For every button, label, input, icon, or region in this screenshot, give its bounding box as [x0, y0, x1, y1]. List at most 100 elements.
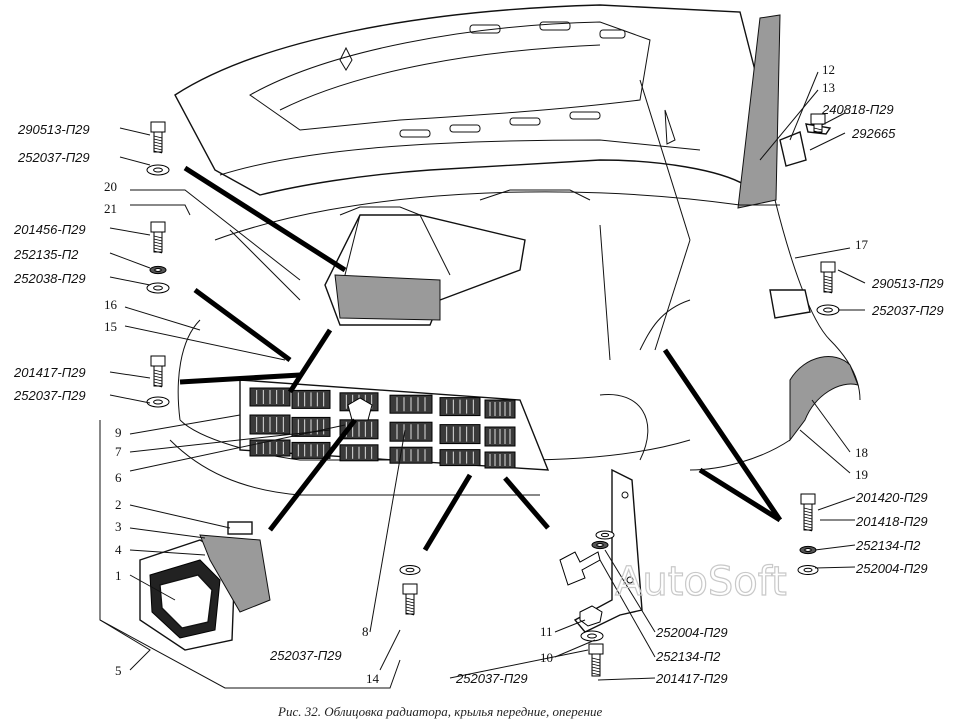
grille-emblem — [347, 397, 373, 421]
bolt-head — [150, 121, 166, 133]
bolt-thread — [153, 135, 163, 139]
label-292665: 292665 — [851, 126, 896, 141]
front-body — [169, 189, 861, 496]
callout-numbers: 1 2 3 4 5 6 7 8 9 10 11 12 13 14 15 16 1… — [104, 62, 869, 686]
bolt-thread — [823, 290, 833, 294]
bolt-thread — [803, 519, 813, 523]
label-201417-p29: 201417-П29 — [13, 365, 86, 380]
callout-9: 9 — [115, 425, 122, 440]
bolt-thread — [813, 130, 823, 134]
bolt-thread — [405, 606, 415, 610]
washer-hole — [804, 548, 812, 552]
nut — [579, 605, 603, 627]
bolt-thread — [803, 513, 813, 517]
bolt-thread — [153, 238, 163, 242]
label-240818-p29: 240818-П29 — [821, 102, 894, 117]
grille-slots — [249, 387, 516, 469]
bolt-thread — [405, 597, 415, 601]
label-290513-p29-r: 290513-П29 — [871, 276, 944, 291]
callout-20: 20 — [104, 179, 117, 194]
bolt-thread — [591, 663, 601, 667]
fender-bracket — [769, 289, 811, 319]
bolt-head — [800, 493, 816, 505]
hood — [174, 4, 761, 241]
label-252037-p29-b: 252037-П29 — [13, 388, 86, 403]
callout-18: 18 — [855, 445, 868, 460]
label-252134-p2-b: 252134-П2 — [655, 649, 721, 664]
label-252004-p29-b: 252004-П29 — [655, 625, 728, 640]
bolt-head — [588, 643, 604, 655]
bolt-thread — [153, 250, 163, 254]
bolt-thread — [153, 375, 163, 379]
clip-292665 — [779, 123, 832, 167]
bolt-thread — [823, 281, 833, 285]
washer-hole — [153, 399, 163, 405]
label-201420-p29: 201420-П29 — [855, 490, 928, 505]
bolt-horizontal — [559, 551, 601, 586]
figure-caption: Рис. 32. Облицовка радиатора, крылья пер… — [277, 704, 603, 719]
washer-hole — [600, 532, 610, 538]
label-201417-p29-b: 201417-П29 — [655, 671, 728, 686]
callout-5: 5 — [115, 663, 122, 678]
bolt-thread — [405, 609, 415, 613]
callout-21: 21 — [104, 201, 117, 216]
part-code-labels-right: 240818-П29 292665 290513-П29 252037-П29 … — [821, 102, 944, 576]
callout-8: 8 — [362, 624, 369, 639]
front-fender-seal — [737, 14, 781, 209]
bolt-thread — [823, 287, 833, 291]
callout-19: 19 — [855, 467, 868, 482]
bolt-thread — [405, 603, 415, 607]
callout-14: 14 — [366, 671, 380, 686]
bolt-thread — [153, 381, 163, 385]
bolt-thread — [153, 147, 163, 151]
label-252037-p29-r: 252037-П29 — [871, 303, 944, 318]
washer-hole — [153, 285, 163, 291]
callout-3: 3 — [115, 519, 122, 534]
label-252037-p29-d: 252037-П29 — [455, 671, 528, 686]
leader-lines — [99, 71, 866, 689]
bolt-thread — [823, 284, 833, 288]
bolt-thread — [153, 384, 163, 388]
bolt-thread — [803, 516, 813, 520]
callout-12: 12 — [822, 62, 835, 77]
bolt-thread — [591, 669, 601, 673]
air-intake-duct — [324, 214, 526, 326]
headlamp-unit — [139, 521, 271, 651]
label-252135-p2: 252135-П2 — [13, 247, 79, 262]
bolt-head — [150, 221, 166, 233]
callout-7: 7 — [115, 444, 122, 459]
bolt-thread — [153, 378, 163, 382]
bolt-thread — [153, 241, 163, 245]
bolt-thread — [405, 612, 415, 616]
callout-4: 4 — [115, 542, 122, 557]
watermark: AutoSoft — [615, 559, 787, 605]
label-252134-p2: 252134-П2 — [855, 538, 921, 553]
bolt-thread — [153, 247, 163, 251]
label-201456-p29: 201456-П29 — [13, 222, 86, 237]
washer-hole — [823, 307, 833, 313]
label-252037-p29: 252037-П29 — [17, 150, 90, 165]
callout-2: 2 — [115, 497, 122, 512]
bolt-head — [402, 583, 418, 595]
washer-hole — [154, 268, 162, 272]
bolt-thread — [153, 369, 163, 373]
callout-15: 15 — [104, 319, 117, 334]
fasteners — [146, 113, 840, 677]
bolt-thread — [813, 127, 823, 131]
bolt-thread — [153, 244, 163, 248]
bolt-thread — [591, 660, 601, 664]
callout-17: 17 — [855, 237, 869, 252]
callout-6: 6 — [115, 470, 122, 485]
washer-hole — [803, 567, 813, 573]
label-252037-p29-c: 252037-П29 — [269, 648, 342, 663]
label-252038-p29: 252038-П29 — [13, 271, 86, 286]
label-252004-p29: 252004-П29 — [855, 561, 928, 576]
bolt-thread — [153, 138, 163, 142]
label-201418-p29: 201418-П29 — [855, 514, 928, 529]
bolt-head — [820, 261, 836, 273]
pointer-lines — [179, 165, 783, 552]
bolt-thread — [153, 141, 163, 145]
bolt-thread — [803, 522, 813, 526]
washer-hole — [596, 543, 604, 547]
